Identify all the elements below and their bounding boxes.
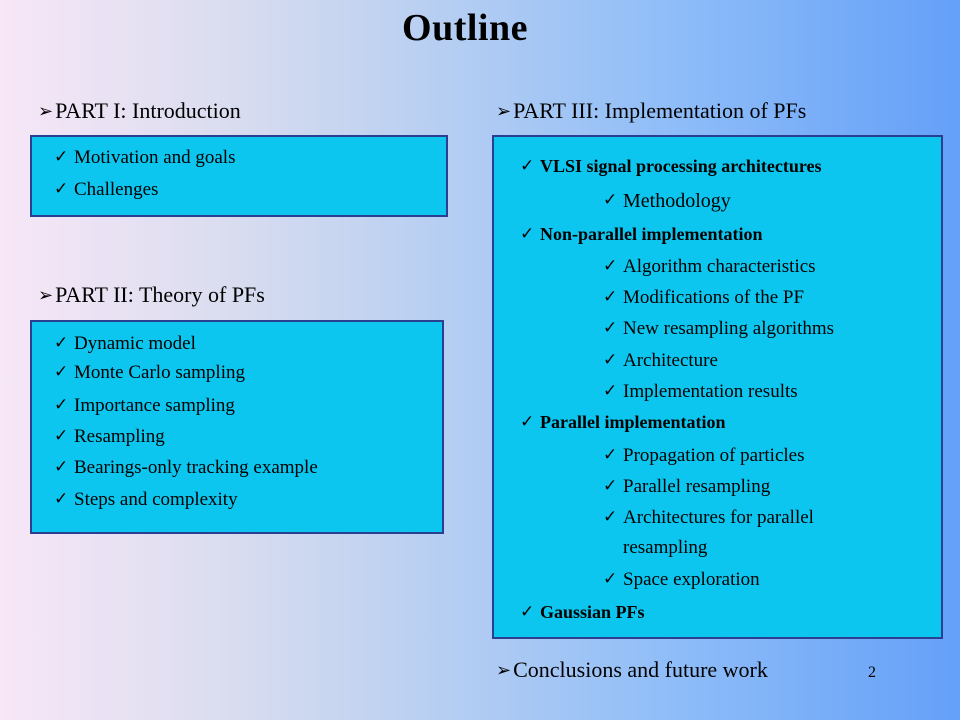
list-item: ✓ Dynamic model [54, 333, 196, 354]
list-item: ✓ Propagation of particles [603, 445, 805, 466]
list-item: ✓ Parallel implementation [520, 412, 726, 432]
list-item: ✓ New resampling algorithms [603, 318, 835, 339]
list-item: ✓ Parallel resampling [603, 476, 771, 497]
check-icon: ✓ [54, 395, 69, 415]
check-icon: ✓ [603, 507, 618, 527]
check-icon: ✓ [54, 362, 69, 382]
part2-box [30, 320, 444, 534]
check-icon: ✓ [603, 287, 618, 307]
check-icon: ✓ [603, 190, 618, 210]
list-item: ✓ Resampling [54, 426, 165, 447]
list-item: ✓ Gaussian PFs [520, 602, 645, 622]
check-icon: ✓ [54, 147, 69, 167]
check-icon: ✓ [54, 333, 69, 353]
part2-heading-text: PART II: Theory of PFs [55, 282, 265, 307]
check-icon: ✓ [603, 476, 618, 496]
list-item: ✓ Challenges [54, 179, 159, 200]
slide-title: Outline [402, 7, 528, 49]
list-item: ✓ Bearings-only tracking example [54, 457, 318, 478]
list-item: ✓ Non-parallel implementation [520, 224, 763, 244]
check-icon: ✓ [520, 602, 535, 622]
check-icon: ✓ [54, 489, 69, 509]
list-item: ✓ Architecture [603, 350, 718, 371]
check-icon: ✓ [603, 350, 618, 370]
list-item: ✓ Importance sampling [54, 395, 235, 416]
list-item: ✓ Monte Carlo sampling [54, 362, 245, 383]
check-icon: ✓ [603, 381, 618, 401]
part1-heading: ➢ PART I: Introduction [38, 98, 241, 124]
list-item: ✓ Modifications of the PF [603, 287, 805, 308]
part1-box [30, 135, 448, 217]
list-item: ✓ VLSI signal processing architectures [520, 156, 822, 176]
part3-box [492, 135, 943, 639]
check-icon: ✓ [603, 569, 618, 589]
conclusions-heading: ➢ Conclusions and future work [496, 657, 768, 683]
check-icon: ✓ [54, 457, 69, 477]
check-icon: ✓ [603, 318, 618, 338]
conclusions-heading-text: Conclusions and future work [513, 657, 768, 682]
arrow-bullet-icon: ➢ [38, 284, 54, 305]
slide-number: 2 [868, 664, 876, 681]
list-item-continuation: resampling [623, 537, 708, 558]
check-icon: ✓ [54, 179, 69, 199]
part3-heading: ➢ PART III: Implementation of PFs [496, 98, 806, 124]
list-item: ✓ Algorithm characteristics [603, 256, 816, 277]
check-icon: ✓ [520, 412, 535, 432]
list-item: ✓ Steps and complexity [54, 489, 238, 510]
list-item: ✓ Space exploration [603, 569, 760, 590]
list-item: ✓ Motivation and goals [54, 147, 236, 168]
check-icon: ✓ [520, 224, 535, 244]
list-item: ✓ Implementation results [603, 381, 798, 402]
check-icon: ✓ [520, 156, 535, 176]
check-icon: ✓ [603, 256, 618, 276]
list-item: ✓ Architectures for parallel [603, 507, 814, 528]
arrow-bullet-icon: ➢ [496, 100, 512, 121]
arrow-bullet-icon: ➢ [496, 659, 512, 680]
part3-heading-text: PART III: Implementation of PFs [513, 98, 807, 123]
list-item: ✓ Methodology [603, 190, 731, 212]
part2-heading: ➢ PART II: Theory of PFs [38, 282, 265, 308]
check-icon: ✓ [54, 426, 69, 446]
part1-heading-text: PART I: Introduction [55, 98, 241, 123]
check-icon: ✓ [603, 445, 618, 465]
arrow-bullet-icon: ➢ [38, 100, 54, 121]
